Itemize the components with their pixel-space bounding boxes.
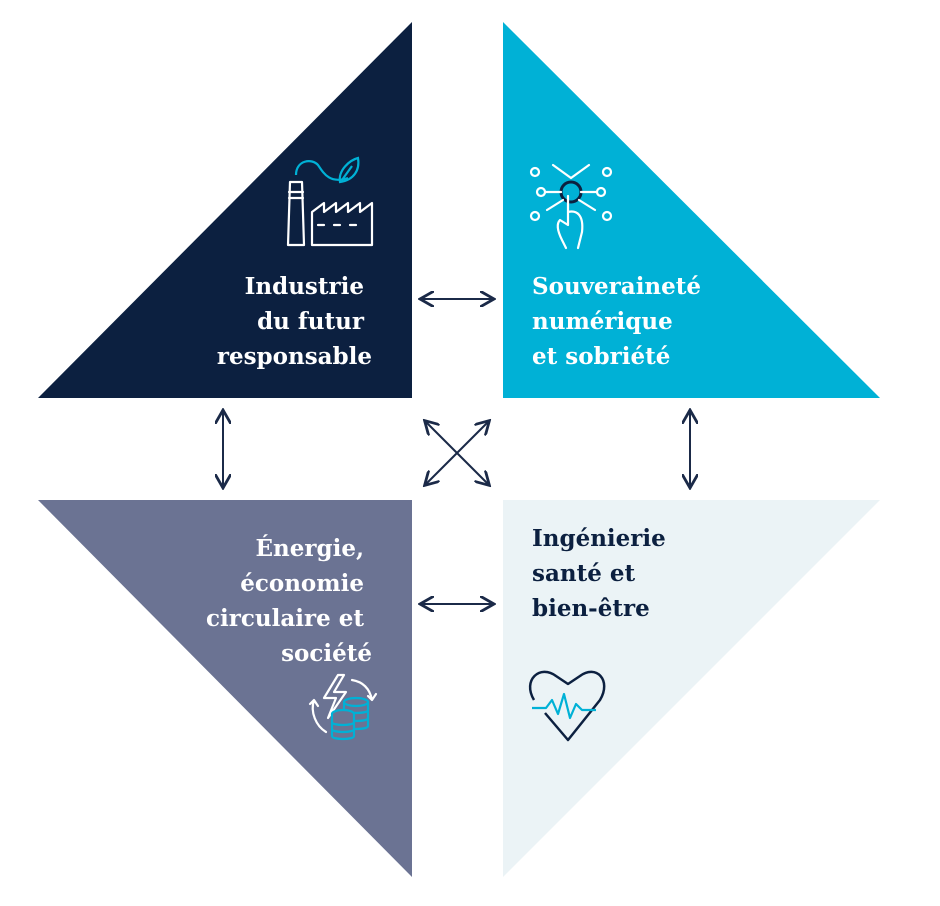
label-line: du futur [257,308,365,335]
label-line: santé et [532,560,635,587]
connector-arrows [223,299,690,604]
arrow-diagonal-2 [426,422,488,484]
quadrant-industrie [38,22,412,398]
label-line: bien-être [532,595,650,622]
label-line: Industrie [245,273,364,300]
label-line: Souveraineté [532,273,701,300]
quadrant-souverainete [503,22,880,398]
label-souverainete: Souveraineté numérique et sobriété [532,273,709,370]
label-energie: Énergie, économie circulaire et société [206,535,372,667]
label-line: société [281,640,372,667]
label-line: et sobriété [532,343,670,370]
network-touch-icon [529,163,613,250]
label-line: responsable [217,343,372,370]
label-line: numérique [532,308,673,335]
heart-pulse-icon [528,670,606,742]
energy-coins-cycle-icon [308,673,378,741]
label-sante: Ingénierie santé et bien-être [532,525,674,622]
quadrant-sante [503,500,880,877]
label-line: Ingénierie [532,525,666,552]
label-line: Énergie, [256,535,364,562]
label-line: circulaire et [206,605,364,632]
label-line: économie [240,570,364,597]
quadrant-energie [38,500,412,877]
factory-leaf-icon [286,156,374,247]
label-industrie: Industrie du futur responsable [217,273,372,370]
